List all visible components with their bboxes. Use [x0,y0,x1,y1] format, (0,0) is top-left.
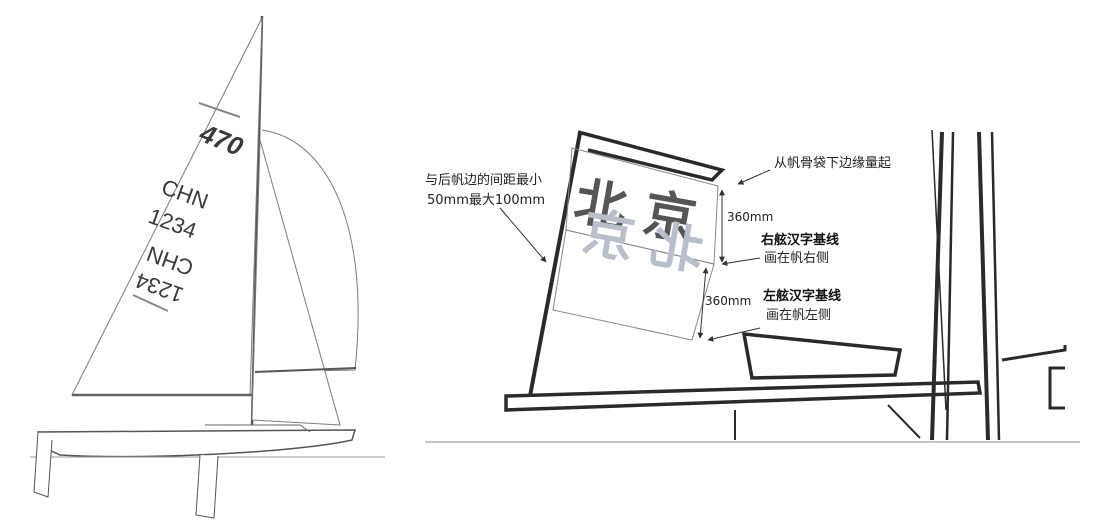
leader-measure-from [737,169,771,185]
sail-edge [528,132,582,397]
boom-detail [504,380,983,412]
sail-detail-view [425,129,1080,443]
hull [36,429,357,458]
mast-post-2 [945,131,955,441]
lower-char-box [552,229,715,341]
mainsail [71,17,263,396]
dim-lower-label: 360mm [705,294,751,308]
label-distance-line1: 与后帆边的间距最小 [425,172,542,188]
mast-post-4 [990,131,1001,441]
batten-bottom [132,294,169,312]
dim-upper-label: 360mm [727,210,773,224]
label-measure-from: 从帆骨袋下边缘量起 [774,156,891,171]
label-port-title: 左舷汉字基线 [763,288,841,304]
jib [251,139,341,426]
strut-diag [887,404,921,439]
deck-right [1001,345,1067,362]
dinghy-side-view [30,15,385,519]
label-port-sub: 画在帆左侧 [766,308,831,323]
shroud [931,129,947,411]
label-starboard-title: 右舷汉字基线 [760,232,839,248]
label-distance-line2: 50mm最大100mm [427,193,545,208]
mast-post-3 [977,131,990,441]
mast-post-1 [930,131,944,441]
rudder [33,431,53,498]
spinnaker-pole [254,367,357,373]
dim-lower-line [697,267,709,339]
leader-port [707,327,761,342]
label-starboard-sub: 画在帆右侧 [764,251,829,266]
deck-bracket [1048,366,1065,410]
leader-starboard [721,257,761,267]
leader-distance [499,207,547,263]
cockpit-coaming [205,424,311,433]
centreboard [195,454,219,519]
batten-pocket [577,130,726,182]
batten-top [198,102,241,118]
character-boxes [552,147,719,341]
lower-batten-panel [741,332,903,380]
dimension-lines [499,169,771,342]
